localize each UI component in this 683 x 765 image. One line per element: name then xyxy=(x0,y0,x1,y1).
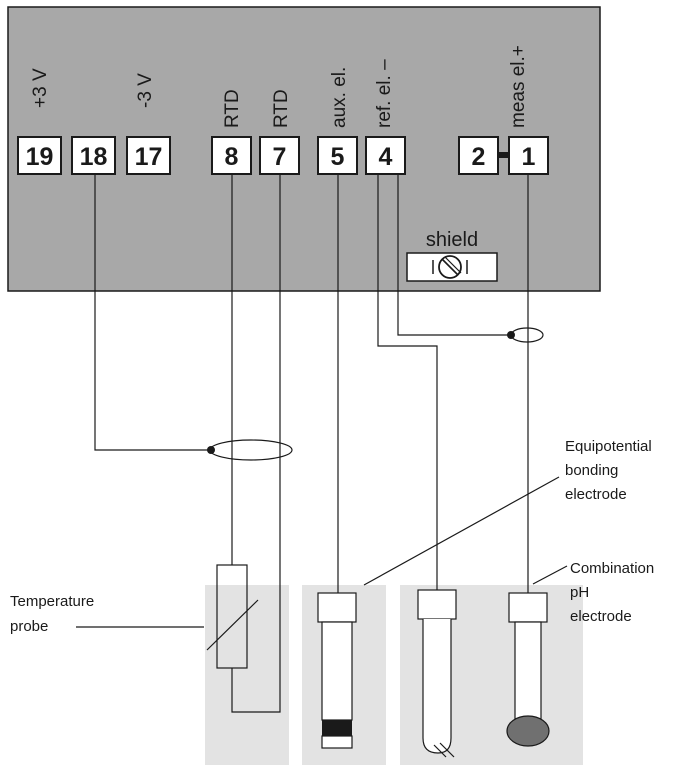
leader-equipotential xyxy=(363,476,560,586)
terminal-18: 18 xyxy=(71,136,116,175)
terminal-4-number: 4 xyxy=(379,143,393,171)
terminal-1-label: meas el.+ xyxy=(508,45,529,128)
junction-dot-ph xyxy=(507,331,515,339)
equipotential-line-3: electrode xyxy=(565,486,627,503)
combination-line-3: electrode xyxy=(570,608,632,625)
combination-line-1: Combination xyxy=(570,560,654,577)
terminal-1-number: 1 xyxy=(522,143,536,171)
leader-combination xyxy=(532,565,568,585)
equipotential-line-2: bonding xyxy=(565,462,618,479)
wires xyxy=(94,174,529,713)
equipotential-line-1: Equipotential xyxy=(565,438,652,455)
shield-screw-icon xyxy=(406,252,498,282)
jumper-2-1 xyxy=(498,152,509,158)
temperature-probe-annotation: Temperature probe xyxy=(10,593,98,635)
combination-annotation: Combination pH electrode xyxy=(570,560,658,625)
terminal-19-label: +3 V xyxy=(30,68,51,108)
terminal-7-label: RTD xyxy=(271,89,292,128)
terminal-1: 1 xyxy=(508,136,549,175)
reference-electrode-icon xyxy=(417,589,457,758)
terminal-5: 5 xyxy=(317,136,358,175)
terminal-2: 2 xyxy=(458,136,499,175)
terminal-19-number: 19 xyxy=(26,143,54,171)
equipotential-annotation: Equipotential bonding electrode xyxy=(565,438,656,503)
junction-dot-temperature xyxy=(207,446,215,454)
temperature-probe-line-2: probe xyxy=(10,618,48,635)
terminal-labels: +3 V -3 V RTD RTD aux. el. ref. el. – me… xyxy=(30,45,529,128)
cable-sheath-ph xyxy=(510,327,544,343)
terminal-7: 7 xyxy=(259,136,300,175)
shield-label: shield xyxy=(426,229,478,251)
temperature-probe-icon xyxy=(206,538,259,669)
wire-shield xyxy=(397,174,513,336)
combination-ph-electrode-icon xyxy=(506,592,550,747)
terminal-17: 17 xyxy=(126,136,171,175)
combination-line-2: pH xyxy=(570,584,589,601)
leader-lines xyxy=(76,476,568,628)
terminal-17-number: 17 xyxy=(135,143,163,171)
terminal-4-label: ref. el. – xyxy=(374,59,395,128)
terminal-5-label: aux. el. xyxy=(329,67,350,128)
terminal-8-label: RTD xyxy=(222,89,243,128)
wire-terminal-18 xyxy=(94,174,213,451)
terminal-7-number: 7 xyxy=(273,143,287,171)
temperature-probe-line-1: Temperature xyxy=(10,593,94,610)
terminal-4: 4 xyxy=(365,136,406,175)
terminal-17-label: -3 V xyxy=(135,73,156,108)
terminal-8-number: 8 xyxy=(225,143,239,171)
terminal-18-number: 18 xyxy=(80,143,108,171)
terminal-19: 19 xyxy=(17,136,62,175)
wire-ref-4 xyxy=(377,174,438,590)
equipotential-electrode-icon xyxy=(317,592,357,749)
terminal-8: 8 xyxy=(211,136,252,175)
terminal-5-number: 5 xyxy=(331,143,345,171)
terminal-2-number: 2 xyxy=(472,143,486,171)
